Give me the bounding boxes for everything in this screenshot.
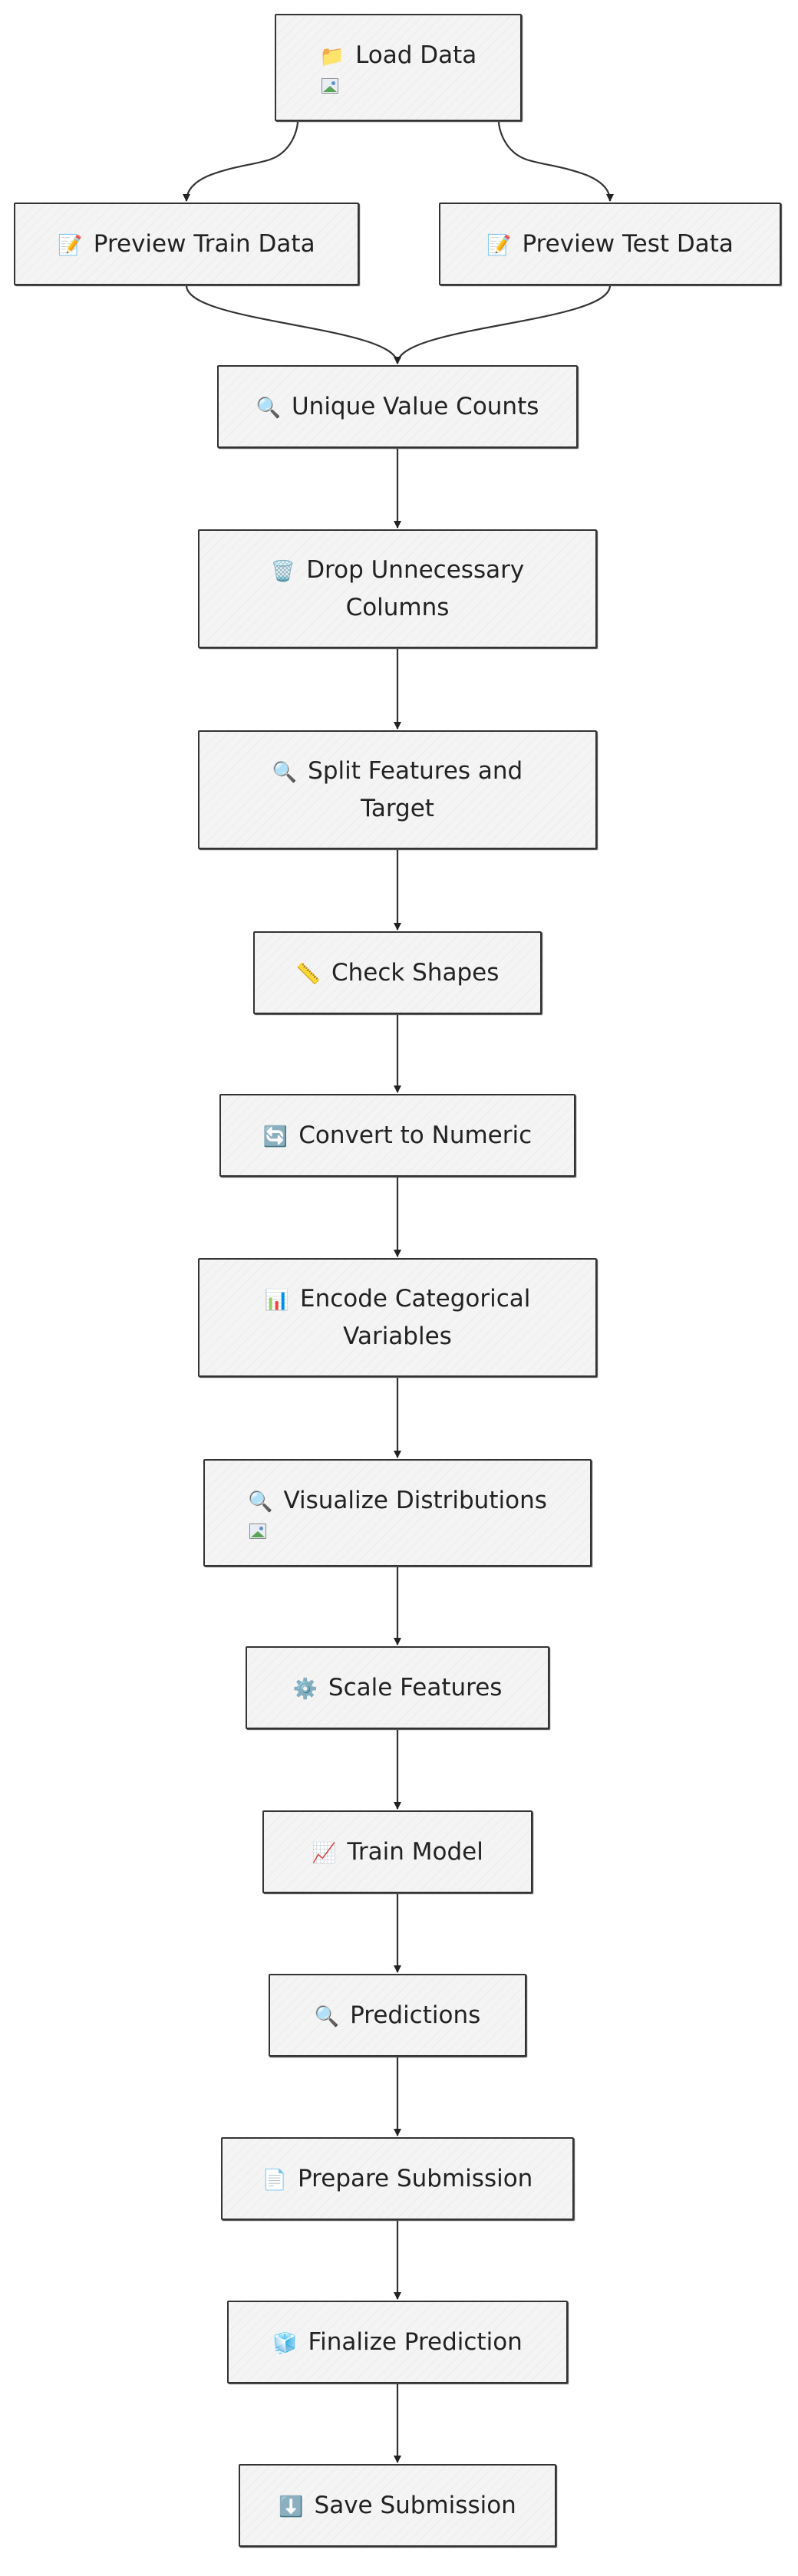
node-predictions: 🔍 Predictions <box>269 1974 526 2057</box>
node-finalize-prediction: 🧊 Finalize Prediction <box>227 2301 568 2383</box>
node-label: Preview Test Data <box>522 229 734 258</box>
node-label: Load Data <box>355 41 477 69</box>
edge-preview-train-data-to-unique-value-counts <box>185 285 401 364</box>
node-label: Finalize Prediction <box>308 2327 523 2356</box>
node-label: Drop Unnecessary <box>306 556 525 585</box>
memo-icon: 📝 <box>58 233 83 257</box>
line-chart-icon: 📈 <box>312 1841 337 1865</box>
node-label: Preview Train Data <box>93 229 315 258</box>
node-label: Train Model <box>347 1837 483 1866</box>
folder-icon: 📁 <box>319 44 345 68</box>
node-label: Encode Categorical <box>300 1285 531 1313</box>
node-label: Predictions <box>350 2001 481 2029</box>
node-preview-test-data: 📝 Preview Test Data <box>439 203 781 285</box>
down-arrow-icon: ⬇️ <box>279 2495 304 2518</box>
node-label: Visualize Distributions <box>283 1486 547 1514</box>
gear-icon: ⚙️ <box>292 1677 318 1701</box>
node-label: Convert to Numeric <box>298 1121 533 1149</box>
ruler-icon: 📏 <box>295 962 321 986</box>
node-label: Save Submission <box>314 2491 516 2519</box>
ice-cube-icon: 🧊 <box>272 2331 298 2355</box>
node-visualize-distributions: 🔍 Visualize Distributions <box>203 1459 592 1566</box>
magnifier-icon: 🔍 <box>256 396 281 420</box>
node-label: Variables <box>343 1322 452 1350</box>
node-label: Columns <box>345 593 450 621</box>
node-unique-value-counts: 🔍 Unique Value Counts <box>217 365 578 448</box>
refresh-icon: 🔄 <box>262 1125 289 1148</box>
node-label: Target <box>361 794 434 822</box>
page-icon: 📄 <box>262 2168 288 2192</box>
node-label: Scale Features <box>328 1673 503 1701</box>
node-save-submission: ⬇️ Save Submission <box>239 2464 556 2547</box>
node-preview-train-data: 📝 Preview Train Data <box>14 203 359 285</box>
broken-image-icon <box>320 75 341 98</box>
node-prepare-submission: 📄 Prepare Submission <box>221 2137 574 2220</box>
magnifier-icon: 🔍 <box>248 1490 273 1514</box>
node-convert-to-numeric: 🔄 Convert to Numeric <box>219 1094 575 1177</box>
node-label: Prepare Submission <box>298 2164 533 2192</box>
magnifier-icon: 🔍 <box>272 761 298 785</box>
node-check-shapes: 📏 Check Shapes <box>253 931 542 1014</box>
node-label: Unique Value Counts <box>291 392 539 420</box>
edge-load-data-to-preview-test-data <box>497 120 614 202</box>
node-scale-features: ⚙️ Scale Features <box>246 1646 549 1729</box>
edge-preview-test-data-to-unique-value-counts <box>394 285 612 364</box>
broken-image-icon <box>248 1520 269 1543</box>
node-label: Check Shapes <box>331 958 500 987</box>
memo-icon: 📝 <box>486 233 512 257</box>
node-label: Split Features and <box>308 757 523 786</box>
node-train-model: 📈 Train Model <box>262 1810 533 1893</box>
node-load-data: 📁 Load Data <box>275 14 522 121</box>
bar-chart-icon: 📊 <box>264 1289 289 1313</box>
wastebasket-icon: 🗑️ <box>270 560 296 584</box>
magnifier-icon: 🔍 <box>314 2004 340 2028</box>
edge-load-data-to-preview-train-data <box>183 120 299 202</box>
